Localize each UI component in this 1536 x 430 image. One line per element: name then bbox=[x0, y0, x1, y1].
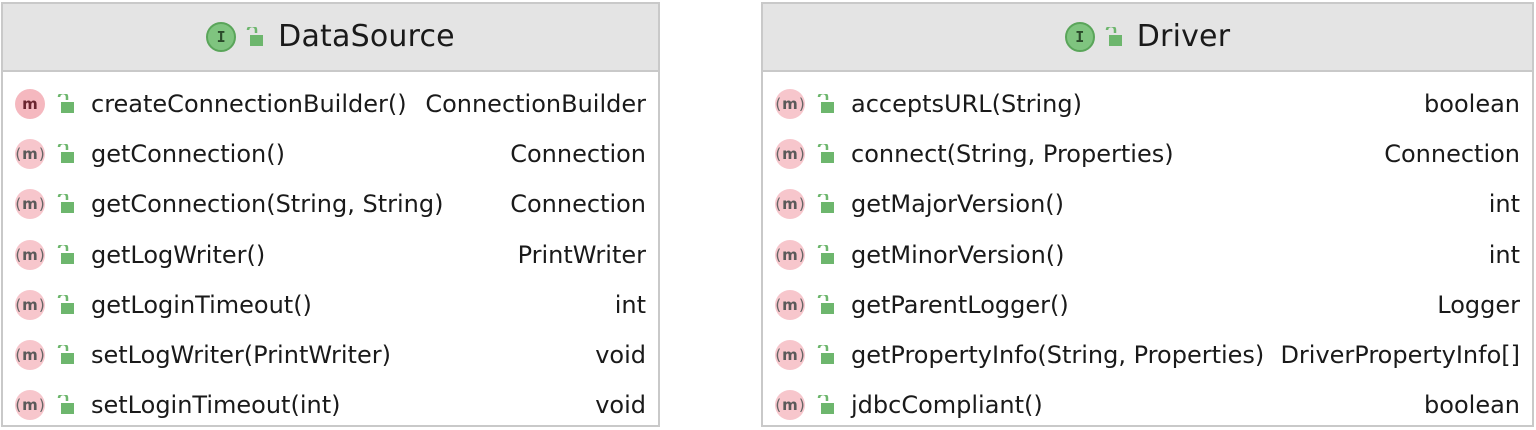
method-name: getConnection(String, String) bbox=[91, 190, 444, 219]
abstract-method-icon: m bbox=[775, 289, 805, 320]
class-title: DataSource bbox=[278, 19, 455, 54]
class-title: Driver bbox=[1136, 19, 1231, 54]
method-return-type: DriverPropertyInfo[] bbox=[1280, 341, 1520, 370]
abstract-method-icon: m bbox=[15, 239, 45, 270]
lock-open-icon bbox=[817, 144, 834, 164]
member-row[interactable]: m jdbcCompliant() boolean bbox=[763, 380, 1532, 430]
lock-open-icon bbox=[817, 94, 834, 114]
class-header-inner: I DataSource bbox=[206, 22, 455, 52]
member-row[interactable]: m getPropertyInfo(String, Properties) Driv… bbox=[763, 330, 1532, 380]
lock-open-icon bbox=[817, 294, 834, 314]
abstract-method-icon: m bbox=[15, 340, 45, 371]
method-return-type: Logger bbox=[1437, 290, 1520, 319]
lock-open-icon bbox=[57, 94, 74, 114]
method-return-type: Connection bbox=[1384, 140, 1520, 169]
method-name: getPropertyInfo(String, Properties) bbox=[851, 341, 1265, 370]
member-list: m createConnectionBuilder() ConnectionBuil… bbox=[3, 72, 658, 430]
class-header-inner: I Driver bbox=[1064, 19, 1231, 54]
lock-open-icon bbox=[1105, 27, 1122, 46]
lock-open-icon bbox=[817, 345, 834, 365]
member-row[interactable]: m getConnection() Connection bbox=[3, 129, 658, 179]
abstract-method-icon: m bbox=[775, 390, 805, 421]
lock-open-icon bbox=[817, 395, 834, 415]
method-name: createConnectionBuilder() bbox=[91, 90, 407, 119]
method-return-type: int bbox=[614, 290, 646, 319]
member-row[interactable]: m getMajorVersion() int bbox=[763, 179, 1532, 229]
interface-icon: I bbox=[206, 22, 237, 52]
member-row[interactable]: m getLoginTimeout() int bbox=[3, 280, 658, 330]
method-return-type: boolean bbox=[1424, 90, 1520, 119]
method-name: getMinorVersion() bbox=[851, 240, 1065, 269]
member-row[interactable]: m setLoginTimeout(int) void bbox=[3, 380, 658, 430]
lock-open-icon bbox=[57, 294, 74, 314]
method-name: getMajorVersion() bbox=[851, 190, 1065, 219]
member-row[interactable]: m getLogWriter() PrintWriter bbox=[3, 230, 658, 280]
lock-open-icon bbox=[246, 27, 264, 46]
member-list: m acceptsURL(String) boolean m connect(Strin… bbox=[763, 72, 1532, 430]
method-name: setLogWriter(PrintWriter) bbox=[91, 341, 391, 370]
method-return-type: Connection bbox=[510, 140, 646, 169]
member-row[interactable]: m setLogWriter(PrintWriter) void bbox=[3, 330, 658, 380]
method-return-type: ConnectionBuilder bbox=[425, 90, 646, 119]
method-name: getParentLogger() bbox=[851, 290, 1069, 319]
lock-open-icon bbox=[57, 345, 74, 365]
member-row[interactable]: m acceptsURL(String) boolean bbox=[763, 79, 1532, 129]
abstract-method-icon: m bbox=[775, 239, 805, 270]
method-name: getLogWriter() bbox=[91, 240, 266, 269]
class-header: I Driver bbox=[763, 4, 1532, 72]
method-name: acceptsURL(String) bbox=[851, 90, 1082, 119]
class-box-driver[interactable]: I Driver m acceptsURL(String) boolean m conn… bbox=[761, 2, 1534, 427]
abstract-method-icon: m bbox=[775, 89, 805, 120]
method-name: setLoginTimeout(int) bbox=[91, 391, 341, 420]
method-return-type: Connection bbox=[510, 190, 646, 219]
method-return-type: void bbox=[595, 391, 646, 420]
method-name: getConnection() bbox=[91, 140, 285, 169]
member-row[interactable]: m getParentLogger() Logger bbox=[763, 280, 1532, 330]
class-box-datasource[interactable]: I DataSource m createConnectionBuilder() C… bbox=[1, 2, 660, 427]
interface-icon: I bbox=[1064, 22, 1095, 52]
lock-open-icon bbox=[817, 244, 834, 264]
method-return-type: void bbox=[595, 341, 646, 370]
method-icon: m bbox=[15, 89, 45, 120]
abstract-method-icon: m bbox=[15, 189, 45, 220]
method-return-type: int bbox=[1488, 240, 1520, 269]
member-row[interactable]: m connect(String, Properties) Connection bbox=[763, 129, 1532, 179]
member-row[interactable]: m getMinorVersion() int bbox=[763, 230, 1532, 280]
lock-open-icon bbox=[57, 244, 74, 264]
abstract-method-icon: m bbox=[775, 189, 805, 220]
method-name: getLoginTimeout() bbox=[91, 290, 312, 319]
method-name: connect(String, Properties) bbox=[851, 140, 1174, 169]
abstract-method-icon: m bbox=[15, 289, 45, 320]
lock-open-icon bbox=[57, 194, 74, 214]
abstract-method-icon: m bbox=[775, 139, 805, 170]
method-name: jdbcCompliant() bbox=[851, 391, 1043, 420]
member-row[interactable]: m createConnectionBuilder() ConnectionBuil… bbox=[3, 79, 658, 129]
abstract-method-icon: m bbox=[15, 139, 45, 170]
method-return-type: PrintWriter bbox=[517, 240, 646, 269]
lock-open-icon bbox=[57, 144, 74, 164]
lock-open-icon bbox=[57, 395, 74, 415]
abstract-method-icon: m bbox=[775, 340, 805, 371]
method-return-type: boolean bbox=[1424, 391, 1520, 420]
method-return-type: int bbox=[1488, 190, 1520, 219]
member-row[interactable]: m getConnection(String, String) Connection bbox=[3, 179, 658, 229]
lock-open-icon bbox=[817, 194, 834, 214]
abstract-method-icon: m bbox=[15, 390, 45, 421]
class-header: I DataSource bbox=[3, 4, 658, 72]
